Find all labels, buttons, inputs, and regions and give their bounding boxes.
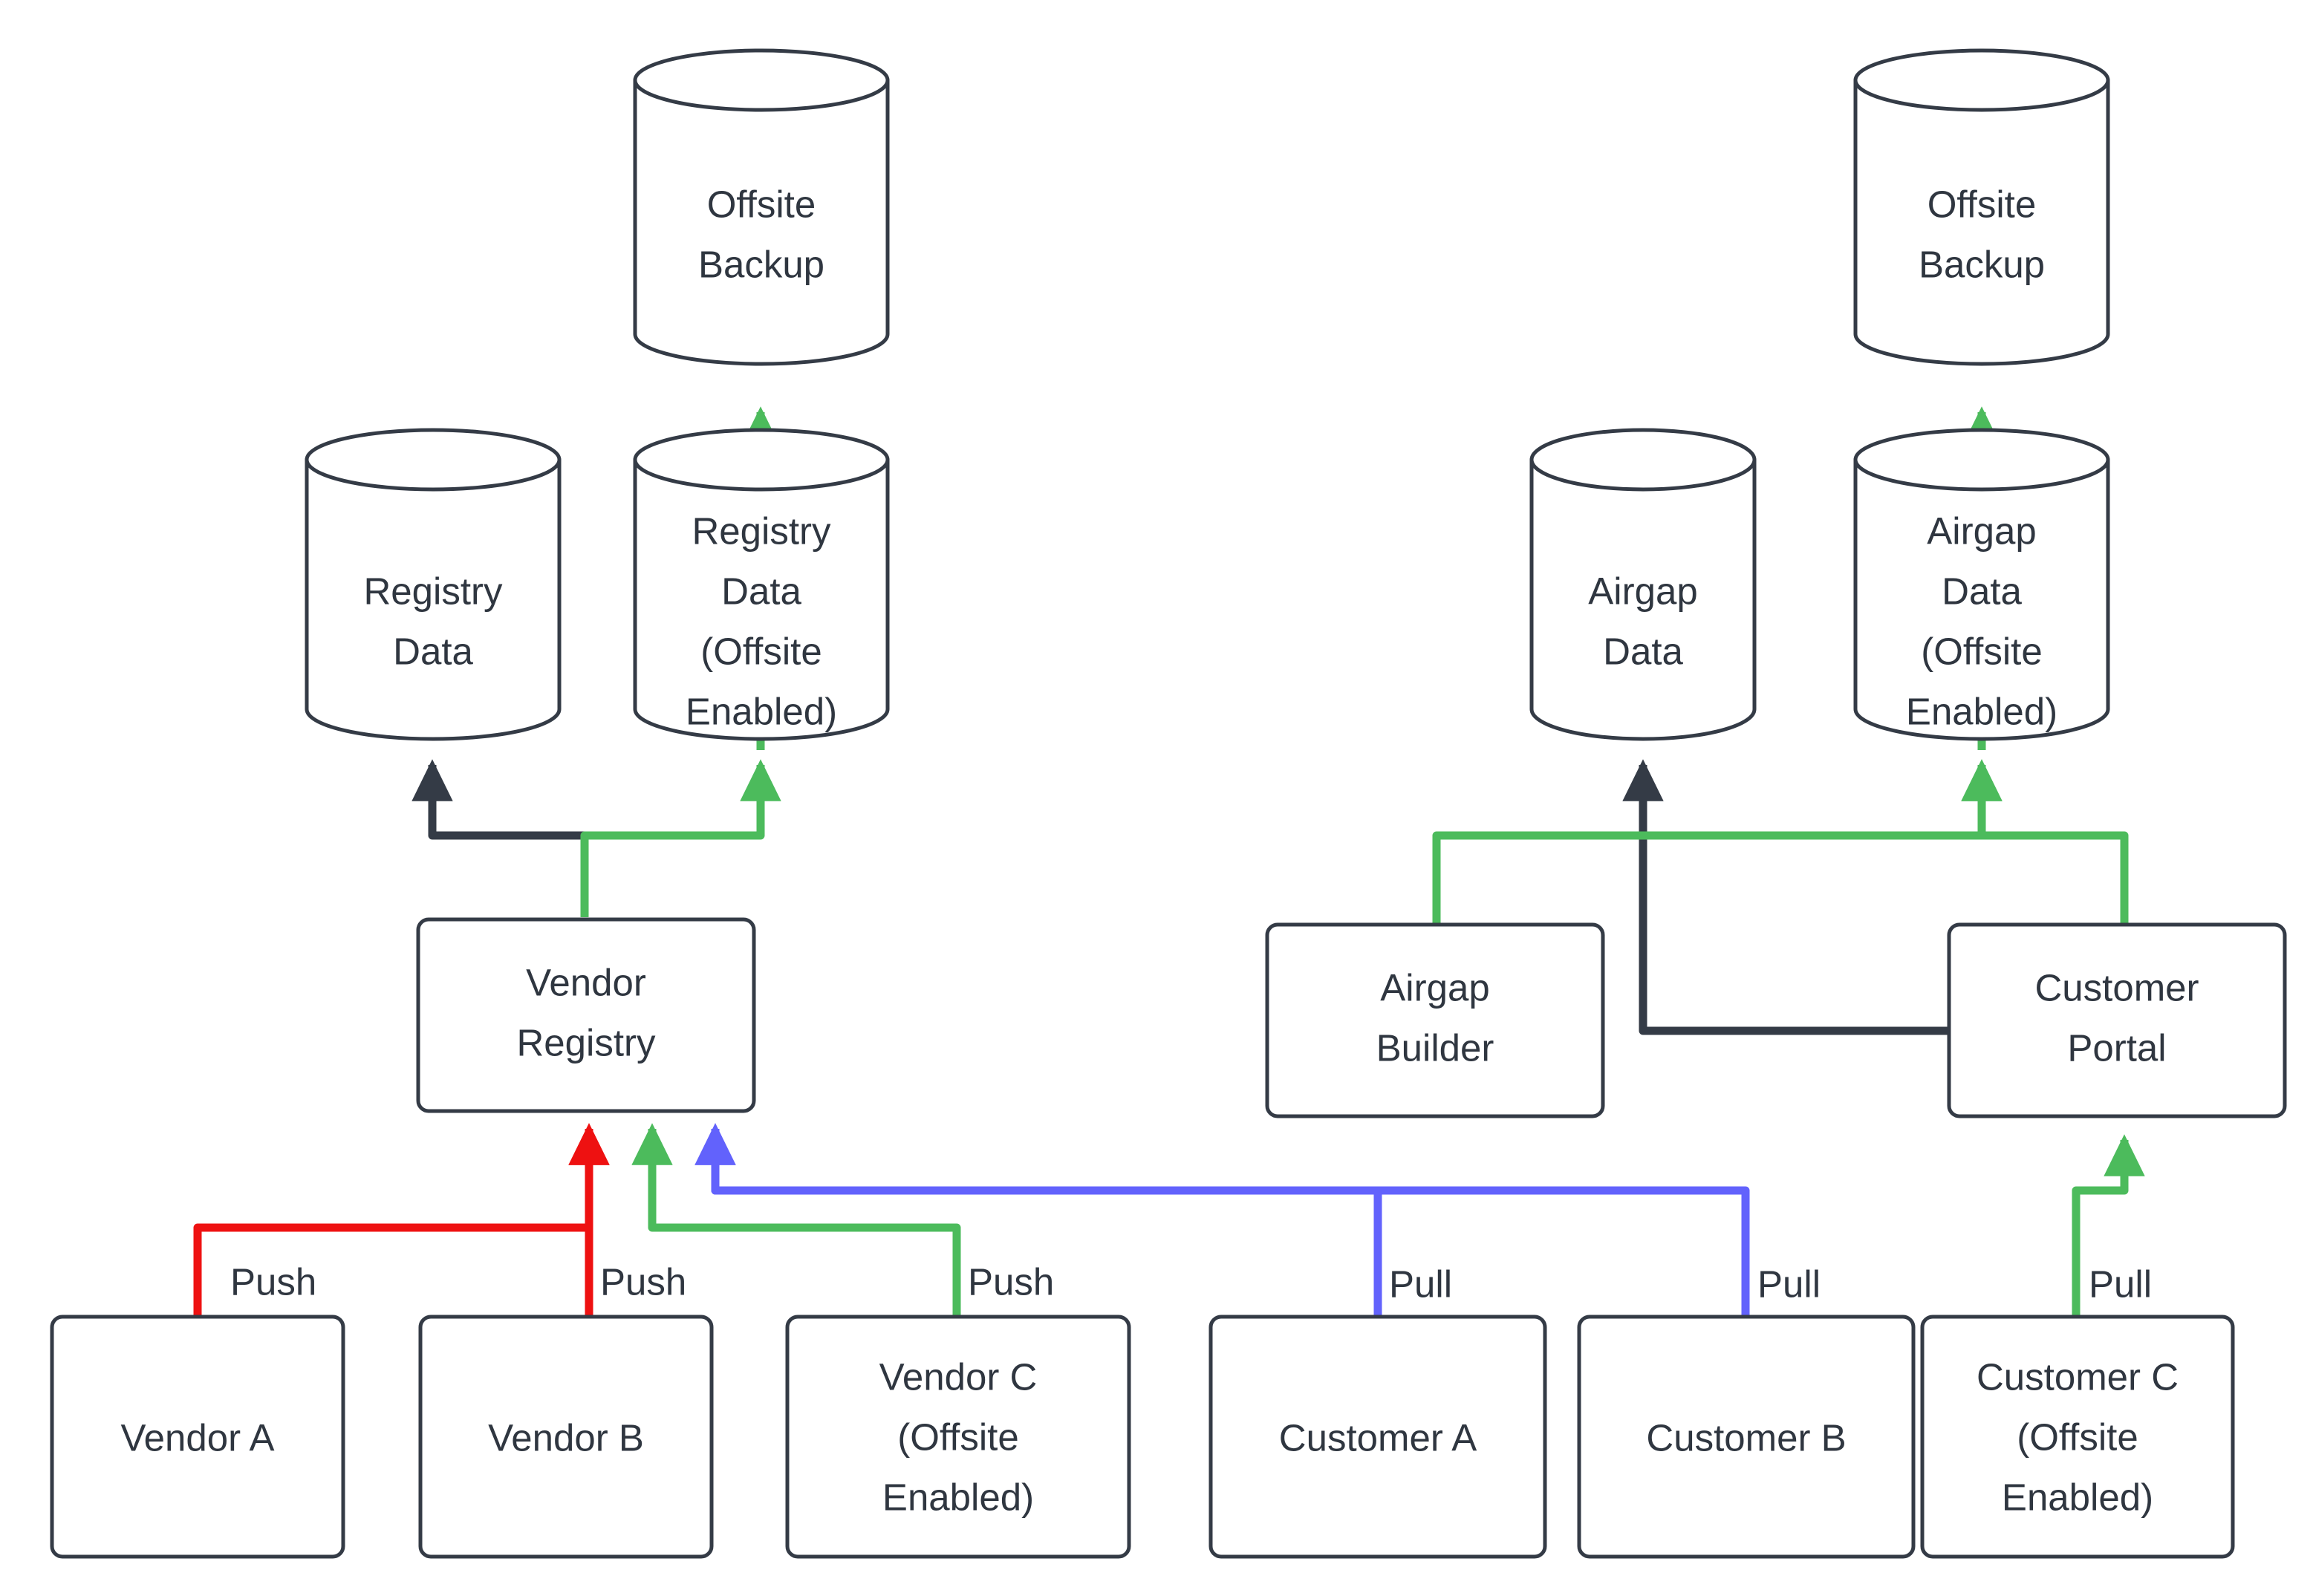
node-customer-c[interactable]: Customer C (Offsite Enabled) [1920, 1315, 2235, 1559]
vendor-registry-label-line2: Registry [516, 1021, 656, 1064]
node-offsite-backup-right[interactable]: Offsite Backup [1853, 48, 2110, 366]
vendor-c-label-line2: (Offsite [897, 1416, 1018, 1458]
offsite-backup-left-label-line1: Offsite [707, 183, 816, 225]
customer-c-box [1920, 1315, 2235, 1559]
vendor-c-box [785, 1315, 1131, 1559]
edge-vendor-registry-to-registry-data-offsite [580, 759, 781, 917]
vendor-c-label-line3: Enabled) [882, 1476, 1034, 1518]
edge-label-push-vendor-a: Push [230, 1260, 316, 1303]
registry-data-offsite-label-line4: Enabled) [686, 690, 837, 732]
node-airgap-data-offsite[interactable]: Airgap Data (Offsite Enabled) [1853, 428, 2110, 741]
offsite-backup-right-cylinder-top [1853, 48, 2110, 112]
customer-portal-label-line1: Customer [2034, 966, 2199, 1009]
registry-data-offsite-label-line3: (Offsite [700, 630, 822, 672]
offsite-backup-left-label-line2: Backup [698, 243, 824, 285]
airgap-data-offsite-label-line4: Enabled) [1906, 690, 2057, 732]
vendor-c-label-line1: Vendor C [879, 1355, 1038, 1398]
edge-label-push-vendor-b: Push [600, 1260, 686, 1303]
node-registry-data-offsite[interactable]: Registry Data (Offsite Enabled) [633, 428, 890, 741]
registry-data-cylinder [305, 457, 562, 741]
edge-label-push-vendor-c: Push [968, 1260, 1054, 1303]
edge-labels-layer: Push Push Push Pull Pull Pull [230, 1260, 2152, 1305]
offsite-backup-right-label-line2: Backup [1919, 243, 2045, 285]
vendor-b-box [418, 1315, 714, 1559]
registry-data-label-line2: Data [393, 630, 473, 672]
customer-c-label-line3: Enabled) [2002, 1476, 2153, 1518]
node-customer-portal[interactable]: Customer Portal [1947, 922, 2287, 1118]
airgap-data-cylinder-top [1529, 428, 1757, 492]
edge-customer-c-to-customer-portal [2072, 1134, 2145, 1317]
node-offsite-backup-left[interactable]: Offsite Backup [633, 48, 890, 366]
edge-label-pull-customer-a: Pull [1389, 1263, 1452, 1305]
edge-label-pull-customer-c: Pull [2089, 1263, 2152, 1305]
registry-data-offsite-label-line1: Registry [692, 509, 831, 552]
vendor-b-label: Vendor B [488, 1416, 644, 1459]
node-vendor-a[interactable]: Vendor A [50, 1315, 345, 1559]
registry-data-offsite-cylinder-top [633, 428, 890, 492]
customer-a-label: Customer A [1279, 1416, 1477, 1459]
registry-data-offsite-label-line2: Data [721, 570, 801, 612]
vendor-registry-label-line1: Vendor [526, 961, 646, 1003]
edges-layer [193, 406, 2145, 1317]
edge-customer-portal-to-airgap-data [1622, 759, 1949, 1035]
airgap-builder-label-line2: Builder [1376, 1026, 1494, 1069]
airgap-data-label-line1: Airgap [1588, 570, 1697, 612]
edge-customer-b-to-vendor-registry [694, 1123, 1750, 1317]
customer-a-box [1208, 1315, 1547, 1559]
airgap-data-cylinder [1529, 457, 1757, 741]
edge-vendor-c-to-vendor-registry [631, 1123, 961, 1317]
airgap-data-offsite-label-line2: Data [1942, 570, 2022, 612]
registry-data-cylinder-top [305, 428, 562, 492]
node-vendor-b[interactable]: Vendor B [418, 1315, 714, 1559]
vendor-a-label: Vendor A [120, 1416, 274, 1459]
node-registry-data[interactable]: Registry Data [305, 428, 562, 741]
node-vendor-registry[interactable]: Vendor Registry [416, 917, 756, 1113]
node-airgap-builder[interactable]: Airgap Builder [1265, 922, 1605, 1118]
edge-customer-portal-to-airgap-offsite [1961, 759, 2129, 925]
offsite-backup-right-cylinder [1853, 78, 2110, 366]
offsite-backup-left-cylinder-top [633, 48, 890, 112]
edge-label-pull-customer-b: Pull [1757, 1263, 1821, 1305]
airgap-builder-label-line1: Airgap [1380, 966, 1489, 1009]
customer-b-box [1577, 1315, 1916, 1559]
airgap-builder-box [1265, 922, 1605, 1118]
node-airgap-data[interactable]: Airgap Data [1529, 428, 1757, 741]
registry-data-label-line1: Registry [363, 570, 503, 612]
customer-c-label-line1: Customer C [1977, 1355, 2179, 1398]
offsite-backup-right-label-line1: Offsite [1928, 183, 2036, 225]
node-customer-b[interactable]: Customer B [1577, 1315, 1916, 1559]
airgap-data-offsite-label-line1: Airgap [1927, 509, 2036, 552]
registry-data-offsite-cylinder [633, 457, 890, 741]
airgap-data-offsite-label-line3: (Offsite [1921, 630, 2042, 672]
offsite-backup-left-cylinder [633, 78, 890, 366]
node-customer-a[interactable]: Customer A [1208, 1315, 1547, 1559]
customer-portal-box [1947, 922, 2287, 1118]
vendor-a-box [50, 1315, 345, 1559]
airgap-data-offsite-cylinder [1853, 457, 2110, 741]
customer-b-label: Customer B [1646, 1416, 1846, 1459]
customer-portal-label-line2: Portal [2067, 1026, 2166, 1069]
node-vendor-c[interactable]: Vendor C (Offsite Enabled) [785, 1315, 1131, 1559]
airgap-data-label-line2: Data [1603, 630, 1683, 672]
edge-airgap-builder-to-airgap-offsite [1432, 759, 2003, 925]
edge-vendor-registry-to-registry-data [411, 759, 589, 917]
customer-c-label-line2: (Offsite [2017, 1416, 2138, 1458]
vendor-registry-box [416, 917, 756, 1113]
airgap-data-offsite-cylinder-top [1853, 428, 2110, 492]
